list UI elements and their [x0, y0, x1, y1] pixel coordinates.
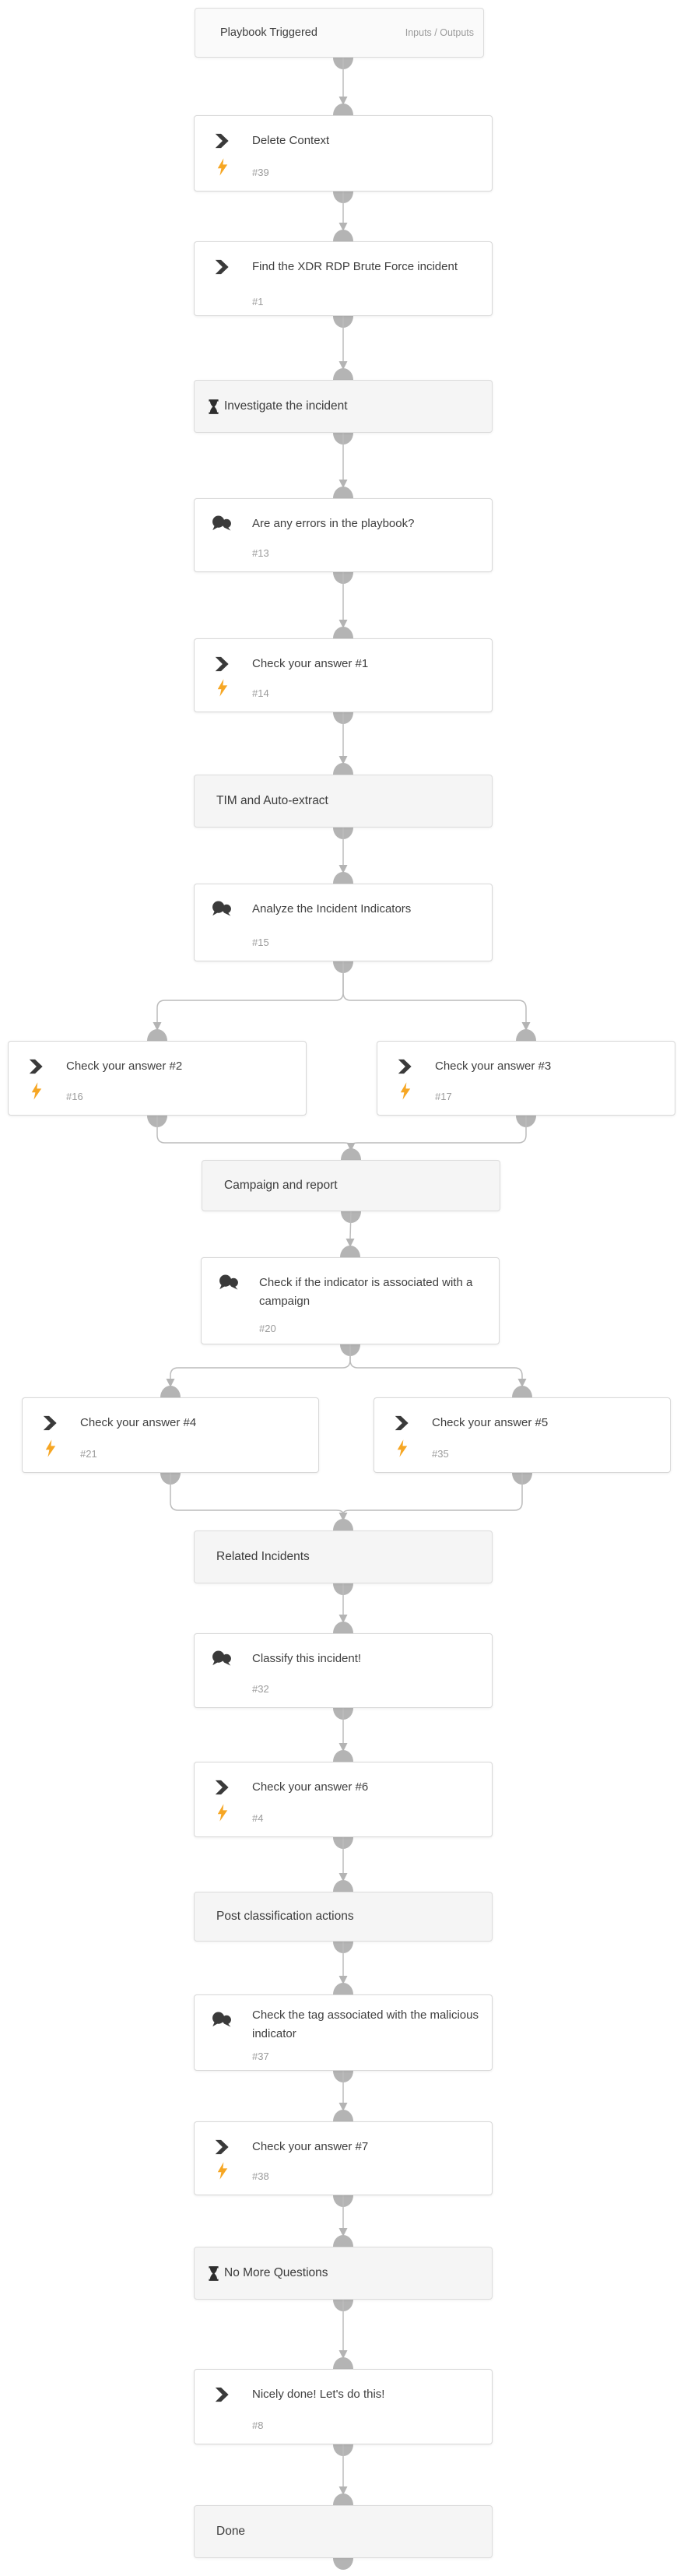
chat-bubbles-icon [211, 515, 232, 536]
node-title: Find the XDR RDP Brute Force incident [252, 260, 458, 273]
chat-bubbles-icon [218, 1274, 239, 1295]
condition-node-analyze-indicators[interactable]: Analyze the Incident Indicators #15 [194, 884, 493, 961]
chevron-right-icon [214, 259, 230, 279]
node-number: #8 [252, 2420, 264, 2431]
node-title: Delete Context [252, 134, 330, 147]
lightning-icon [216, 678, 229, 701]
connector-arrowheads [153, 97, 531, 2495]
chevron-right-icon [214, 133, 230, 153]
node-number: #15 [252, 937, 269, 948]
task-node-check-answer-1[interactable]: Check your answer #1 #14 [194, 638, 493, 712]
condition-node-check-tag[interactable]: Check the tag associated with the malici… [194, 1994, 493, 2071]
task-node-check-answer-2[interactable]: Check your answer #2 #16 [8, 1041, 307, 1116]
node-title: Check the tag associated with the malici… [252, 2008, 479, 2040]
lightning-icon [396, 1439, 409, 1462]
node-number: #14 [252, 687, 269, 699]
node-title: Analyze the Incident Indicators [252, 902, 412, 915]
node-number: #35 [432, 1448, 449, 1460]
condition-node-indicator-campaign[interactable]: Check if the indicator is associated wit… [201, 1257, 500, 1344]
section-title: No More Questions [224, 2266, 328, 2279]
chat-bubbles-icon [211, 1650, 232, 1671]
section-header-investigate[interactable]: Investigate the incident [194, 380, 493, 433]
chevron-right-icon [394, 1415, 409, 1435]
node-number: #21 [80, 1448, 97, 1460]
task-node-check-answer-5[interactable]: Check your answer #5 #35 [374, 1397, 671, 1473]
task-node-nicely-done[interactable]: Nicely done! Let's do this! #8 [194, 2369, 493, 2444]
node-title: Are any errors in the playbook? [252, 517, 415, 530]
node-title: Check your answer #5 [432, 1416, 549, 1429]
task-node-check-answer-6[interactable]: Check your answer #6 #4 [194, 1762, 493, 1837]
lightning-icon [216, 1803, 229, 1826]
chat-bubbles-icon [211, 901, 232, 921]
connector-lines [156, 58, 527, 2486]
chevron-right-icon [214, 1780, 230, 1799]
section-title: Post classification actions [216, 1910, 354, 1923]
section-header-campaign-report[interactable]: Campaign and report [202, 1160, 500, 1211]
node-title: Classify this incident! [252, 1652, 362, 1665]
task-node-find-xdr-incident[interactable]: Find the XDR RDP Brute Force incident #1 [194, 241, 493, 316]
node-title: Check if the indicator is associated wit… [259, 1276, 473, 1308]
task-node-check-answer-4[interactable]: Check your answer #4 #21 [22, 1397, 319, 1473]
section-header-tim-auto-extract[interactable]: TIM and Auto-extract [194, 775, 493, 828]
node-title: Check your answer #2 [66, 1060, 183, 1073]
lightning-icon [44, 1439, 57, 1462]
node-title: Check your answer #1 [252, 657, 369, 670]
section-header-related-incidents[interactable]: Related Incidents [194, 1530, 493, 1583]
chevron-right-icon [214, 2139, 230, 2159]
condition-node-errors-playbook[interactable]: Are any errors in the playbook? #13 [194, 498, 493, 572]
node-number: #4 [252, 1812, 264, 1824]
section-header-post-classification[interactable]: Post classification actions [194, 1892, 493, 1942]
chevron-right-icon [214, 656, 230, 676]
section-title: Investigate the incident [224, 399, 348, 413]
node-number: #39 [252, 167, 269, 178]
section-title: TIM and Auto-extract [216, 794, 328, 807]
lightning-icon [216, 157, 229, 181]
node-number: #1 [252, 296, 264, 308]
chat-bubbles-icon [211, 2012, 232, 2032]
node-title: Check your answer #4 [80, 1416, 197, 1429]
lightning-icon [399, 1081, 412, 1105]
hourglass-icon [208, 2266, 219, 2281]
node-number: #17 [435, 1091, 452, 1102]
section-header-no-more-questions[interactable]: No More Questions [194, 2247, 493, 2300]
task-node-check-answer-7[interactable]: Check your answer #7 #38 [194, 2121, 493, 2195]
node-title: Check your answer #7 [252, 2140, 369, 2153]
hourglass-icon [208, 399, 219, 414]
lightning-icon [30, 1081, 43, 1105]
node-number: #16 [66, 1091, 83, 1102]
chevron-right-icon [28, 1059, 44, 1078]
lightning-icon [216, 2161, 229, 2184]
section-title: Related Incidents [216, 1550, 310, 1563]
condition-node-classify-incident[interactable]: Classify this incident! #32 [194, 1633, 493, 1708]
node-number: #13 [252, 547, 269, 559]
node-number: #32 [252, 1683, 269, 1695]
inputs-outputs-link[interactable]: Inputs / Outputs [405, 27, 474, 38]
chevron-right-icon [397, 1059, 412, 1078]
section-title: Campaign and report [224, 1179, 338, 1192]
node-title: Nicely done! Let's do this! [252, 2388, 385, 2401]
node-number: #20 [259, 1323, 276, 1334]
section-title: Done [216, 2525, 246, 2538]
node-title: Check your answer #3 [435, 1060, 552, 1073]
node-title: Check your answer #6 [252, 1780, 369, 1794]
node-number: #37 [252, 2051, 269, 2062]
task-node-delete-context[interactable]: Delete Context #39 [194, 115, 493, 192]
trigger-node[interactable]: Playbook Triggered Inputs / Outputs [195, 8, 484, 58]
chevron-right-icon [214, 2387, 230, 2406]
node-number: #38 [252, 2170, 269, 2182]
task-node-check-answer-3[interactable]: Check your answer #3 #17 [377, 1041, 675, 1116]
section-header-done[interactable]: Done [194, 2505, 493, 2558]
chevron-right-icon [42, 1415, 58, 1435]
trigger-title: Playbook Triggered [220, 26, 317, 39]
